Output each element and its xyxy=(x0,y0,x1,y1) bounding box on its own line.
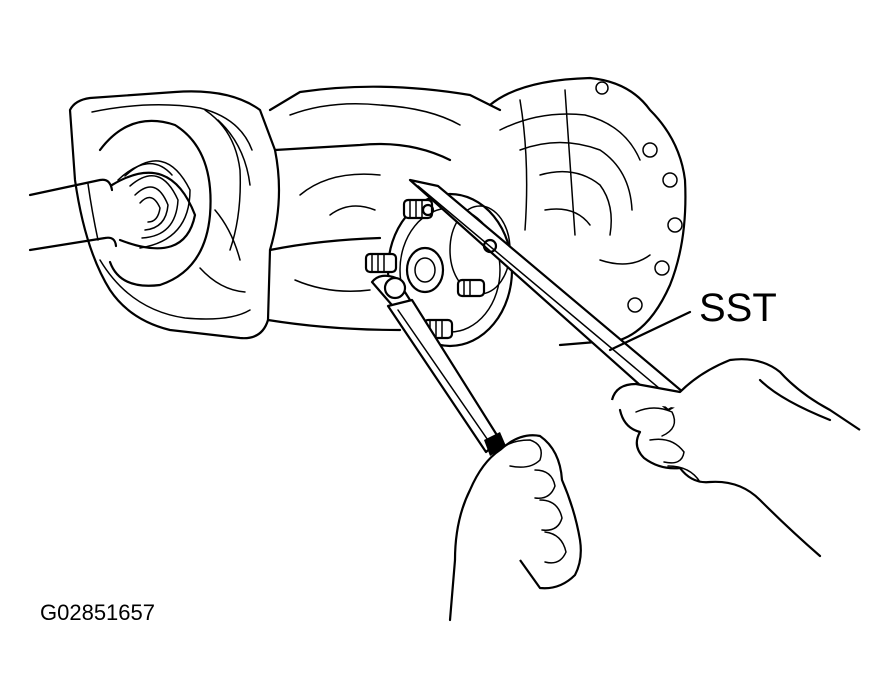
carrier-nose xyxy=(488,76,687,347)
socket-wrench xyxy=(370,274,506,456)
differential-housing xyxy=(68,85,502,340)
axle-shaft xyxy=(28,178,118,252)
companion-flange xyxy=(364,192,514,348)
sst-leader-line xyxy=(608,310,692,352)
sst-callout-label: SST xyxy=(699,286,777,330)
right-hand xyxy=(610,358,861,558)
flange-stud xyxy=(456,278,486,298)
left-hand xyxy=(448,434,582,622)
flange-stud xyxy=(364,252,398,274)
axle-boot xyxy=(98,119,212,287)
figure-code: G02851657 xyxy=(40,600,155,625)
